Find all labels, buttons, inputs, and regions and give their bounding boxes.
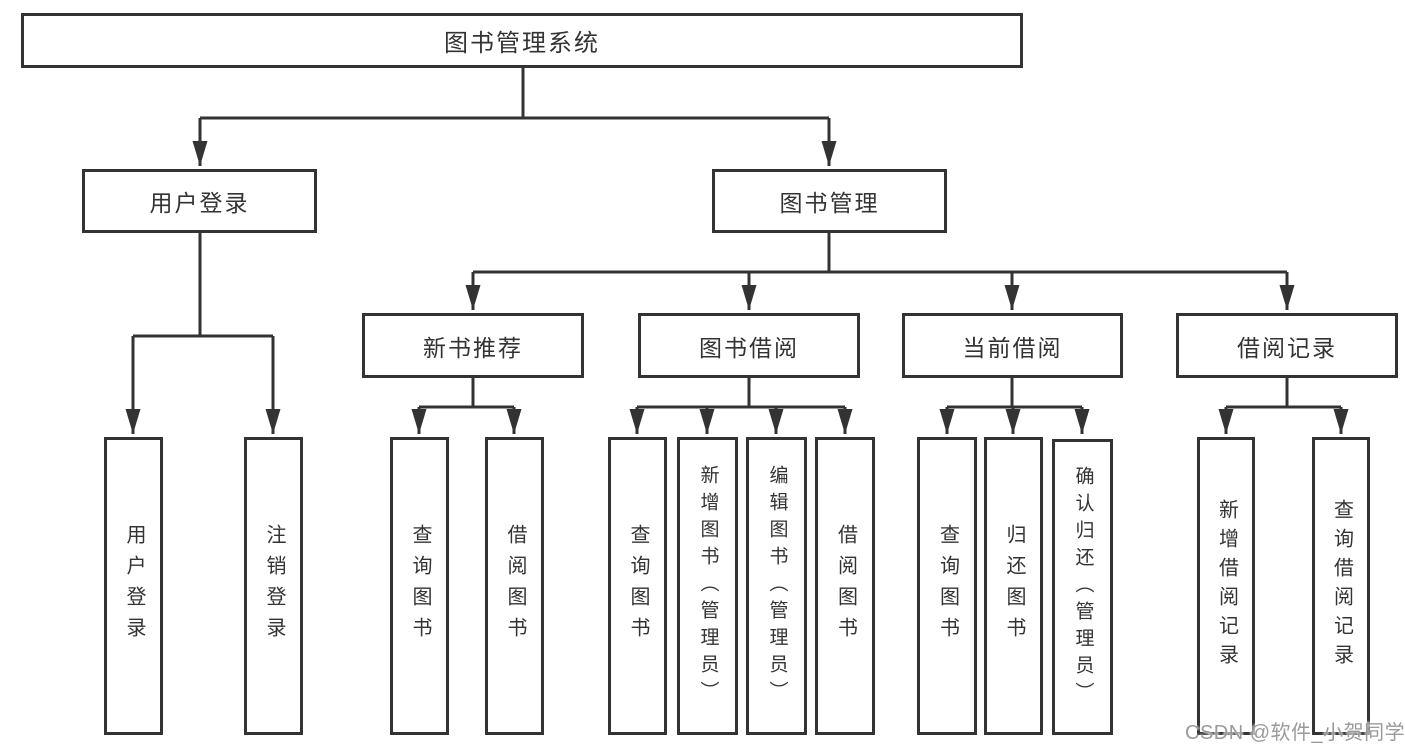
leaf-add-books-admin-label: 新增图书（管理员） [697, 464, 719, 708]
leaf-logout: 注销登录 [244, 437, 303, 735]
leaf-recommend-borrow-books-label: 借阅图书 [504, 524, 526, 648]
leaf-add-borrow-record-label: 新增借阅记录 [1215, 499, 1238, 673]
leaf-return-books: 归还图书 [984, 437, 1043, 735]
node-book-borrow: 图书借阅 [638, 313, 860, 378]
leaf-borrow-query-books-label: 查询图书 [627, 524, 649, 648]
node-new-book-recommend-label: 新书推荐 [423, 334, 523, 361]
node-user-login: 用户登录 [82, 169, 317, 233]
node-new-book-recommend: 新书推荐 [362, 313, 584, 378]
connector-book-borrow-children [629, 378, 853, 434]
leaf-query-borrow-record-label: 查询借阅记录 [1330, 499, 1353, 673]
node-library-management-system: 图书管理系统 [21, 13, 1023, 68]
node-current-borrow-label: 当前借阅 [962, 334, 1063, 361]
leaf-query-borrow-record: 查询借阅记录 [1312, 437, 1370, 735]
node-current-borrow: 当前借阅 [902, 313, 1123, 378]
node-book-borrow-label: 图书借阅 [699, 334, 799, 361]
leaf-recommend-query-books-label: 查询图书 [409, 524, 431, 648]
leaf-current-query-books: 查询图书 [917, 437, 977, 735]
leaf-borrow-query-books: 查询图书 [608, 437, 667, 735]
leaf-return-books-label: 归还图书 [1003, 524, 1025, 648]
csdn-watermark: CSDN @软件_小贺同学 [1185, 722, 1405, 744]
leaf-recommend-query-books: 查询图书 [390, 437, 449, 735]
connector-current-borrow-children [939, 378, 1090, 434]
connector-book-management-children [465, 233, 1295, 310]
node-borrow-records: 借阅记录 [1176, 313, 1398, 378]
leaf-recommend-borrow-books: 借阅图书 [485, 437, 544, 735]
connector-borrow-records-children [1218, 378, 1349, 434]
leaf-borrow-books-label: 借阅图书 [834, 524, 857, 648]
leaf-user-login-label: 用户登录 [123, 524, 145, 648]
connector-user-login-children [125, 233, 281, 434]
leaf-logout-label: 注销登录 [263, 524, 285, 648]
leaf-borrow-books: 借阅图书 [815, 437, 875, 735]
leaf-edit-books-admin: 编辑图书（管理员） [746, 437, 807, 735]
leaf-confirm-return-admin: 确认归还（管理员） [1052, 439, 1113, 735]
leaf-confirm-return-admin-label: 确认归还（管理员） [1072, 465, 1094, 709]
node-borrow-records-label: 借阅记录 [1237, 334, 1337, 361]
connector-new-book-recommend-children [411, 378, 522, 434]
leaf-current-query-books-label: 查询图书 [936, 524, 959, 648]
node-user-login-label: 用户登录 [149, 190, 250, 216]
connector-root-to-level2 [192, 68, 837, 166]
node-book-management: 图书管理 [712, 169, 947, 233]
leaf-add-books-admin: 新增图书（管理员） [677, 437, 738, 735]
leaf-add-borrow-record: 新增借阅记录 [1197, 437, 1255, 735]
leaf-edit-books-admin-label: 编辑图书（管理员） [766, 464, 788, 708]
leaf-user-login: 用户登录 [104, 437, 163, 735]
node-book-management-label: 图书管理 [779, 190, 880, 216]
node-library-management-system-label: 图书管理系统 [444, 30, 600, 57]
